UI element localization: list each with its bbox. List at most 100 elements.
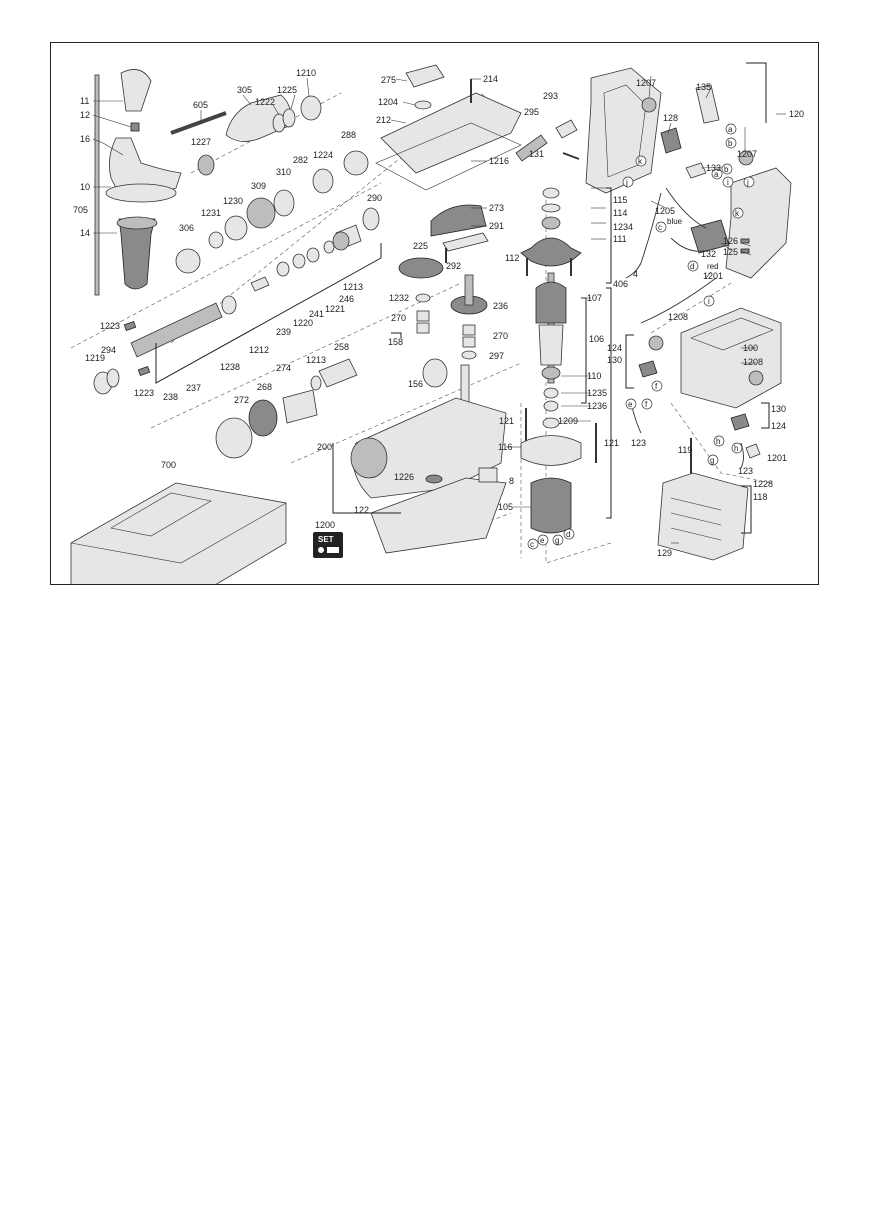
label-124-a: 124: [607, 343, 622, 353]
washer-1209: [542, 417, 560, 429]
bushing-270: [416, 310, 430, 322]
label-1207-a: 1207: [636, 78, 656, 88]
part-282: [312, 168, 334, 194]
side-handle-group: [94, 69, 182, 296]
label-16: 16: [80, 134, 90, 144]
label-121-b: 121: [604, 438, 619, 448]
label-8: 8: [509, 476, 514, 486]
gear-housing-group: [215, 64, 522, 554]
svg-text:k: k: [735, 209, 740, 218]
cover-135: [695, 84, 720, 124]
marker-j-1: j: [622, 176, 634, 188]
label-294: 294: [101, 345, 116, 355]
part-number-labels: 11 12 16 10 705 14 605 305 1222 1225 121…: [73, 68, 804, 558]
part-1238: [221, 295, 237, 315]
label-239: 239: [276, 327, 291, 337]
svg-text:c: c: [658, 223, 662, 232]
svg-text:d: d: [566, 530, 570, 539]
label-1200: 1200: [315, 520, 335, 530]
gasket-1216: [375, 122, 522, 191]
cover-122: [370, 477, 507, 554]
marker-k-2: k: [732, 207, 744, 219]
fan-housing-116: [520, 435, 582, 466]
ring-1235: [543, 387, 559, 399]
bushing-270-d: [462, 336, 476, 348]
label-112: 112: [505, 253, 519, 263]
svg-text:e: e: [628, 400, 633, 409]
marker-i-1: i: [722, 176, 734, 188]
cord-4: [625, 192, 662, 279]
plate-291: [442, 232, 489, 252]
key-1223-b: [137, 365, 151, 377]
svg-text:j: j: [746, 178, 749, 187]
label-110: 110: [587, 371, 601, 381]
marker-f-1: f: [651, 380, 663, 392]
label-121-a: 121: [499, 416, 514, 426]
motor-group: [515, 119, 597, 534]
label-1221: 1221: [325, 304, 345, 314]
bearing-1234: [541, 216, 561, 230]
svg-text:f: f: [655, 382, 658, 391]
label-123-a: 123: [631, 438, 646, 448]
label-158: 158: [388, 337, 403, 347]
label-200: 200: [317, 442, 332, 452]
ring-297: [461, 350, 477, 360]
label-1238: 1238: [220, 362, 240, 372]
label-1231: 1231: [201, 208, 221, 218]
ring-1225: [282, 108, 296, 128]
housing-bore: [350, 437, 388, 479]
part-128: [660, 127, 682, 154]
svg-text:b: b: [724, 165, 729, 174]
marker-e-1: e: [625, 398, 637, 410]
bolt-16: [102, 142, 124, 156]
label-123-b: 123: [738, 466, 753, 476]
plug-1207: [641, 97, 657, 113]
label-275: 275: [381, 75, 396, 85]
part-241: [306, 247, 320, 263]
label-1216: 1216: [489, 156, 509, 166]
label-14: 14: [80, 228, 90, 238]
rod-605: [170, 111, 227, 135]
label-1201-a: 1201: [703, 271, 723, 281]
label-116: 116: [498, 442, 512, 452]
bracket-273: [430, 204, 487, 237]
label-1224: 1224: [313, 150, 333, 160]
screw-131: [562, 152, 580, 160]
housing-opening: [690, 317, 774, 351]
key-1223: [123, 320, 137, 332]
label-291: 291: [489, 221, 504, 231]
bushing-270-b: [416, 322, 430, 334]
knob-275: [405, 64, 445, 88]
washer-1227: [197, 154, 215, 176]
marker-g-2: g: [552, 534, 564, 546]
handle-half: [725, 167, 792, 279]
label-1220: 1220: [293, 318, 313, 328]
marker-k-1: k: [635, 155, 647, 167]
label-1236: 1236: [587, 401, 607, 411]
wire-blue: [670, 237, 717, 252]
part-1221: [323, 240, 335, 254]
label-4: 4: [633, 269, 638, 279]
label-258: 258: [334, 342, 349, 352]
sleeve-1210: [300, 95, 322, 121]
label-293: 293: [543, 91, 558, 101]
label-274: 274: [276, 363, 291, 373]
marker-j-2: j: [743, 176, 755, 188]
clip-1201: [745, 443, 761, 459]
label-272: 272: [234, 395, 249, 405]
label-288: 288: [341, 130, 356, 140]
wire-red: [640, 277, 717, 324]
label-1213: 1213: [343, 282, 363, 292]
label-119: 119: [678, 445, 692, 455]
marker-b-2: b: [721, 163, 733, 175]
clamp-nut: [130, 122, 140, 132]
part-115: [542, 187, 560, 199]
wire-label-red: red: [707, 262, 719, 271]
label-1223-b: 1223: [134, 388, 154, 398]
label-122: 122: [354, 505, 369, 515]
case-lid-edge: [70, 502, 287, 564]
label-1222: 1222: [255, 97, 275, 107]
brush-130: [638, 360, 658, 378]
svg-text:i: i: [727, 178, 729, 187]
handle-inner: [603, 84, 647, 178]
